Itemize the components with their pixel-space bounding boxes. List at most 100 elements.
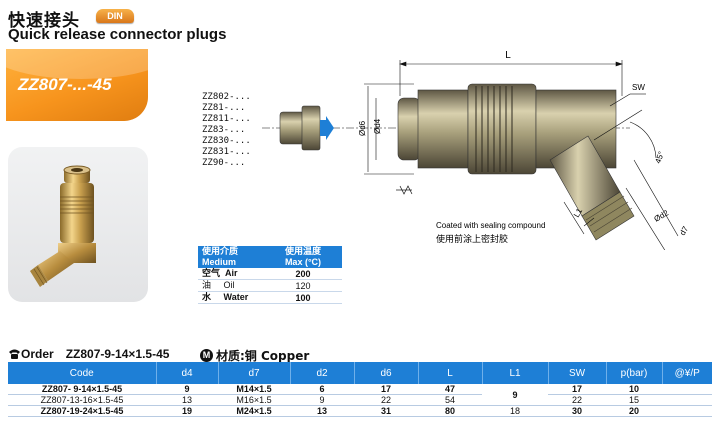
cell-d2: 9 [290, 394, 354, 406]
flow-symbol-icon [396, 185, 413, 195]
medium-en: Oil [223, 280, 235, 290]
cell-price [662, 405, 712, 417]
col-d4: d4 [156, 362, 219, 384]
cell-code: ZZ807-19-24×1.5-45 [8, 405, 156, 417]
temp-header-en: Max (°C) [284, 257, 322, 267]
medium-table: 使用介质 Medium 使用温度 Max (°C) 空气 Air 200 油 O… [198, 246, 342, 304]
medium-cell: 空气 Air [198, 268, 264, 280]
col-code: Code [8, 362, 157, 384]
technical-drawing: ZZ802-... ZZ81-... ZZ811-... ZZ83-... ZZ… [202, 50, 691, 250]
material-en: Copper [261, 348, 310, 363]
coupling-graphic [397, 83, 635, 241]
cell-L: 80 [418, 405, 482, 417]
spec-table: Code d4 d7 d2 d6 L L1 SW p(bar) @¥/P ZZ8… [8, 362, 712, 417]
medium-header-cn: 使用介质 [202, 247, 239, 257]
cell-SW: 22 [548, 394, 606, 406]
cell-d4: 19 [156, 405, 218, 417]
model-label: ZZ807-...-45 [18, 75, 112, 94]
cell-d7: M24×1.5 [218, 405, 290, 417]
temp-cell: 120 [264, 279, 342, 292]
cell-price [662, 384, 712, 395]
cell-d7: M14×1.5 [218, 384, 290, 395]
material-line: M 材质:铜 Copper [200, 347, 309, 364]
dim-L: L [505, 50, 511, 61]
dim-d6: Ød6 [358, 120, 367, 136]
table-row: ZZ807- 9-14×1.5-45 9 M14×1.5 6 17 47 9 1… [8, 384, 712, 406]
medium-row: 油 Oil 120 [198, 279, 342, 292]
medium-en: Air [225, 268, 238, 278]
col-L1: L1 [482, 362, 549, 384]
plug-series-3: ZZ83-... [202, 125, 245, 135]
cell-L: 54 [418, 394, 482, 406]
medium-header: 使用介质 Medium [198, 246, 264, 268]
plug-series-2: ZZ811-... [202, 114, 251, 124]
material-badge-icon: M [200, 349, 213, 362]
cell-price [662, 394, 712, 406]
plug-series-5: ZZ831-... [202, 147, 251, 157]
cell-code: ZZ807- 9-14×1.5-45 [8, 384, 156, 395]
col-L: L [418, 362, 483, 384]
col-d2: d2 [290, 362, 355, 384]
dim-angle: 45° [653, 150, 666, 164]
medium-cell: 水 Water [198, 291, 264, 304]
material-label: 材质:铜 [216, 349, 257, 363]
cell-SW: 30 [548, 405, 606, 417]
medium-cn: 油 [202, 281, 212, 291]
col-d6: d6 [354, 362, 419, 384]
cell-d7: M16×1.5 [218, 394, 290, 406]
model-tab: ZZ807-...-45 [6, 49, 148, 121]
medium-row: 水 Water 100 [198, 291, 342, 304]
col-p: p(bar) [606, 362, 663, 384]
plug-series-1: ZZ81-... [202, 103, 245, 113]
cell-p: 20 [606, 405, 662, 417]
cell-d4: 13 [156, 394, 218, 406]
page-title-en: Quick release connector plugs [8, 26, 227, 43]
temp-header-cn: 使用温度 [284, 247, 321, 257]
dim-d2: Ød2 [653, 208, 671, 224]
order-code: ZZ807-9-14×1.5-45 [65, 347, 170, 361]
cell-d2: 13 [290, 405, 354, 417]
col-d7: d7 [218, 362, 291, 384]
col-price: @¥/P [662, 362, 712, 384]
page-title-cn: 快速接头 [8, 11, 80, 31]
cell-d2: 6 [290, 384, 354, 395]
cell-SW: 17 [548, 384, 606, 395]
product-photo [8, 147, 148, 302]
medium-cell: 油 Oil [198, 279, 264, 292]
medium-cn: 空气 [202, 269, 221, 279]
cell-d6: 17 [354, 384, 418, 395]
medium-row: 空气 Air 200 [198, 268, 342, 280]
dim-d7: d7 [678, 224, 691, 237]
dim-SW: SW [632, 83, 645, 92]
plug-series-4: ZZ830-... [202, 136, 251, 146]
note-en: Coated with sealing compound [436, 221, 545, 230]
cell-p: 15 [606, 394, 662, 406]
cell-L1: 18 [482, 405, 548, 417]
medium-header-en: Medium [202, 257, 237, 267]
cell-p: 10 [606, 384, 662, 395]
temp-cell: 200 [264, 268, 342, 280]
plug-graphic [279, 105, 334, 151]
table-row: ZZ807-19-24×1.5-45 19 M24×1.5 13 31 80 1… [8, 405, 712, 417]
cell-L: 47 [418, 384, 482, 395]
order-line: Order ZZ807-9-14×1.5-45 [8, 347, 169, 361]
col-SW: SW [548, 362, 607, 384]
cell-d6: 31 [354, 405, 418, 417]
cell-d6: 22 [354, 394, 418, 406]
cell-code: ZZ807-13-16×1.5-45 [8, 394, 156, 406]
cell-L1-merged: 9 [482, 384, 548, 406]
plug-series-0: ZZ802-... [202, 92, 251, 102]
note-cn: 使用前涂上密封胶 [436, 233, 508, 245]
cell-d4: 9 [156, 384, 218, 395]
medium-cn: 水 [202, 293, 212, 303]
temp-cell: 100 [264, 291, 342, 304]
coupling-photo-icon [30, 165, 96, 287]
tab-shine [6, 49, 148, 79]
plug-series-6: ZZ90-... [202, 158, 245, 168]
table-row: ZZ807-13-16×1.5-45 13 M16×1.5 9 22 54 22… [8, 394, 712, 406]
din-badge: DIN [96, 9, 134, 23]
temp-header: 使用温度 Max (°C) [264, 246, 342, 268]
order-label: Order [21, 347, 54, 361]
phone-icon [9, 349, 20, 359]
dim-d4: Ød4 [373, 118, 382, 134]
